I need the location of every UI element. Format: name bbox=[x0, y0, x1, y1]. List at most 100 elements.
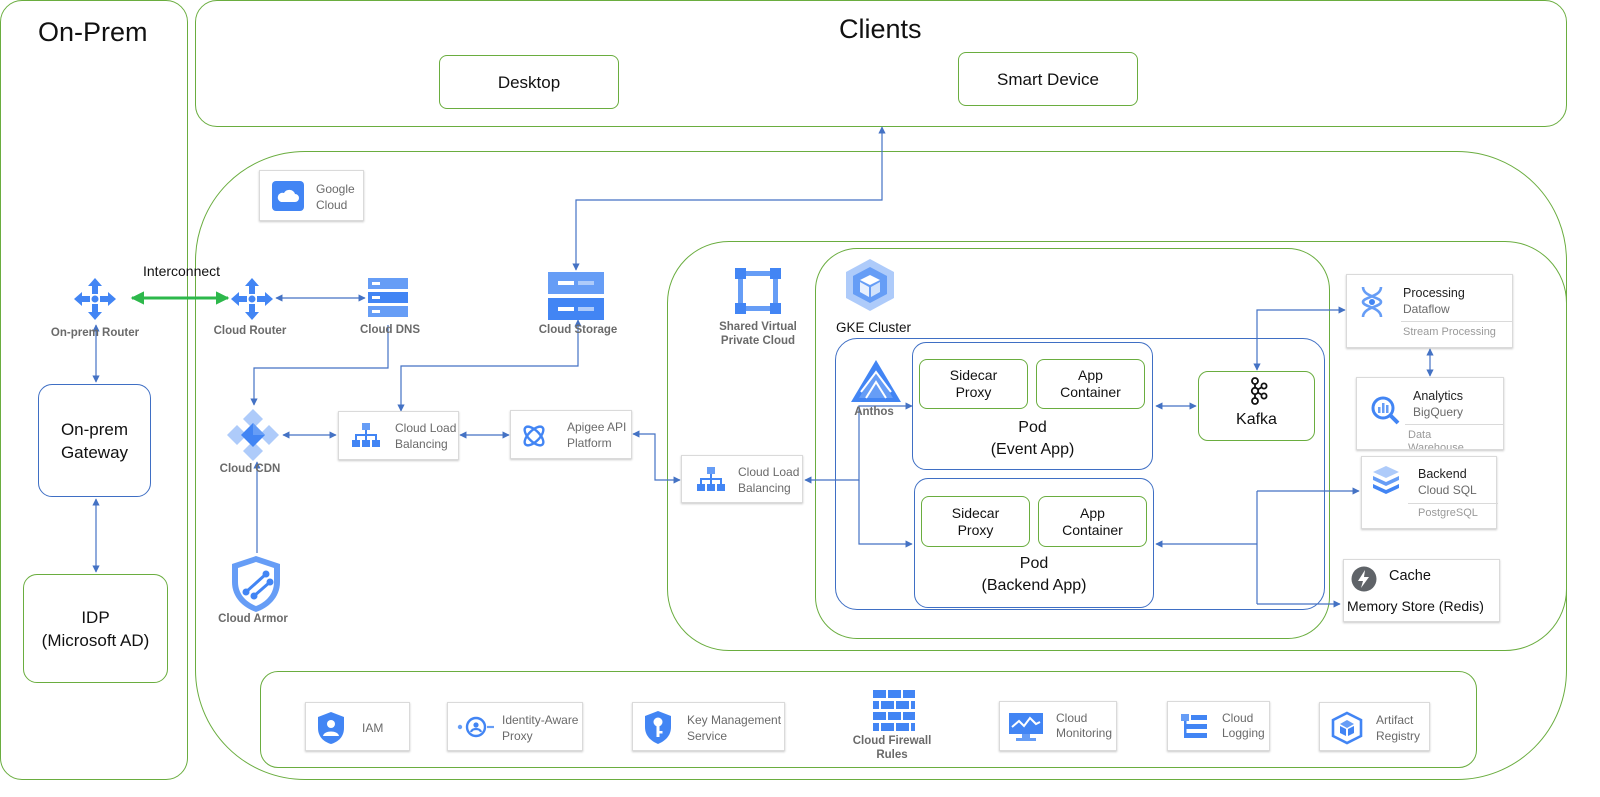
onprem-router-icon bbox=[74, 278, 116, 320]
processing-dataflow[interactable]: Processing Dataflow Stream Processing bbox=[1346, 274, 1513, 348]
cloud-cdn-label: Cloud CDN bbox=[219, 463, 281, 475]
artifact-line2: Registry bbox=[1376, 729, 1421, 743]
cloud-storage-label: Cloud Storage bbox=[538, 324, 618, 336]
iam-label: IAM bbox=[362, 721, 384, 735]
iap-line2: Proxy bbox=[502, 729, 533, 743]
iam-card[interactable]: IAM bbox=[305, 702, 410, 751]
event-app-pod[interactable] bbox=[912, 342, 1153, 470]
backend-sidecar-line2: Proxy bbox=[957, 521, 994, 538]
cloud-dns-label: Cloud DNS bbox=[359, 324, 421, 336]
cloud-armor-label: Cloud Armor bbox=[218, 613, 288, 625]
analytics-sub: Data Warehouse bbox=[1408, 429, 1464, 450]
desktop-label: Desktop bbox=[497, 72, 561, 92]
security-ops-region bbox=[260, 671, 1477, 768]
google-cloud-badge: Google Cloud bbox=[259, 170, 364, 221]
event-app-container[interactable]: App Container bbox=[1036, 359, 1145, 409]
shared-vpc-line2: Private Cloud bbox=[720, 335, 796, 347]
cloud-dns-icon[interactable] bbox=[366, 276, 410, 320]
analytics-product: BigQuery bbox=[1413, 405, 1464, 419]
logging-icon bbox=[1181, 714, 1207, 738]
smart-device-client[interactable]: Smart Device bbox=[958, 52, 1138, 106]
backend-app-pod[interactable] bbox=[914, 478, 1154, 608]
event-sidecar-proxy[interactable]: Sidecar Proxy bbox=[919, 359, 1028, 409]
cloud-cdn-icon[interactable] bbox=[225, 407, 281, 463]
onprem-gateway[interactable]: On-prem Gateway bbox=[38, 384, 151, 497]
memorystore-icon bbox=[1351, 566, 1377, 592]
apigee-icon bbox=[523, 425, 545, 447]
onprem-gateway-label: On-prem Gateway bbox=[60, 419, 129, 462]
cloud-monitoring-card[interactable]: Cloud Monitoring bbox=[999, 701, 1117, 751]
gke-cluster-title: GKE Cluster bbox=[836, 320, 912, 335]
backend-app-container[interactable]: App Container bbox=[1038, 496, 1147, 547]
backend-pod-line1: Pod bbox=[1019, 555, 1049, 572]
backend-app-line1: App bbox=[1080, 504, 1105, 521]
processing-title: Processing bbox=[1403, 286, 1465, 300]
backend-divider bbox=[1408, 503, 1498, 504]
anthos-mesh-region bbox=[835, 338, 1325, 610]
onprem-region bbox=[0, 0, 188, 780]
analytics-title: Analytics bbox=[1413, 389, 1464, 403]
onprem-title: On-Prem bbox=[38, 17, 148, 47]
logging-line2: Logging bbox=[1222, 726, 1265, 740]
cloud-logging-card[interactable]: Cloud Logging bbox=[1167, 701, 1270, 751]
backend-sub: PostgreSQL bbox=[1418, 507, 1478, 519]
cache-product: Memory Store (Redis) bbox=[1347, 598, 1484, 614]
artifact-registry-icon bbox=[1331, 711, 1363, 745]
idp-line1: IDP bbox=[81, 607, 110, 627]
processing-product: Dataflow bbox=[1403, 302, 1450, 316]
backend-title: Backend bbox=[1418, 467, 1467, 481]
kafka-icon bbox=[1250, 377, 1268, 405]
firewall-line1: Cloud Firewall bbox=[852, 735, 932, 747]
event-pod-line2: (Event App) bbox=[990, 441, 1075, 458]
monitoring-line2: Monitoring bbox=[1056, 726, 1113, 740]
monitoring-line1: Cloud bbox=[1056, 711, 1088, 725]
apigee-line2: Platform bbox=[567, 436, 612, 450]
onprem-router-label: On-prem Router bbox=[50, 327, 140, 339]
google-cloud-line1: Google bbox=[316, 182, 355, 196]
firewall-icon[interactable] bbox=[872, 689, 916, 733]
cloud-load-balancing-edge[interactable]: Cloud Load Balancing bbox=[338, 411, 459, 460]
backend-cloud-sql[interactable]: Backend Cloud SQL PostgreSQL bbox=[1361, 456, 1498, 529]
event-sidecar-line1: Sidecar bbox=[949, 367, 998, 383]
clb-internal-line1: Cloud Load bbox=[738, 465, 800, 479]
cloud-armor-icon[interactable] bbox=[230, 554, 282, 614]
kms-line2: Service bbox=[687, 729, 728, 743]
anthos-label: Anthos bbox=[854, 406, 894, 418]
interconnect-label: Interconnect bbox=[143, 263, 221, 279]
dataflow-icon bbox=[1361, 286, 1383, 318]
artifact-registry-card[interactable]: Artifact Registry bbox=[1319, 702, 1430, 751]
idp-box[interactable]: IDP (Microsoft AD) bbox=[23, 574, 168, 683]
cloud-load-balancing-internal[interactable]: Cloud Load Balancing bbox=[681, 455, 803, 503]
cloud-storage-icon[interactable] bbox=[548, 272, 604, 320]
cloud-sql-icon bbox=[1373, 466, 1399, 494]
backend-app-line2: Container bbox=[1062, 521, 1123, 538]
kafka-box[interactable] bbox=[1198, 371, 1315, 441]
iap-line1: Identity-Aware bbox=[502, 713, 579, 727]
analytics-bigquery[interactable]: Analytics BigQuery Data Warehouse bbox=[1356, 377, 1504, 450]
cloud-router-icon[interactable] bbox=[229, 276, 275, 322]
clients-title: Clients bbox=[839, 14, 922, 44]
event-app-line1: App bbox=[1078, 367, 1103, 383]
backend-sidecar-proxy[interactable]: Sidecar Proxy bbox=[921, 496, 1030, 547]
event-pod-line1: Pod bbox=[1018, 419, 1047, 436]
iam-icon bbox=[318, 712, 344, 744]
shared-vpc-icon bbox=[735, 268, 781, 314]
google-cloud-line2: Cloud bbox=[316, 198, 348, 212]
key-management-card[interactable]: Key Management Service bbox=[632, 702, 785, 751]
smart-device-label: Smart Device bbox=[996, 69, 1100, 89]
desktop-client[interactable]: Desktop bbox=[439, 55, 619, 109]
cache-memorystore[interactable]: Cache Memory Store (Redis) bbox=[1343, 559, 1500, 622]
cloud-router-label: Cloud Router bbox=[213, 325, 287, 337]
firewall-line2: Rules bbox=[876, 749, 908, 761]
apigee-api-platform[interactable]: Apigee API Platform bbox=[510, 410, 632, 459]
load-balancer-icon bbox=[352, 423, 380, 447]
idp-line2: (Microsoft AD) bbox=[41, 630, 150, 650]
event-sidecar-line2: Proxy bbox=[955, 384, 992, 400]
kms-line1: Key Management bbox=[687, 713, 782, 727]
backend-pod-line2: (Backend App) bbox=[981, 577, 1087, 594]
processing-divider bbox=[1401, 321, 1513, 322]
kafka-label: Kafka bbox=[1236, 411, 1277, 428]
backend-sidecar-line1: Sidecar bbox=[951, 504, 1000, 521]
identity-aware-proxy-card[interactable]: Identity-Aware Proxy bbox=[447, 702, 583, 751]
